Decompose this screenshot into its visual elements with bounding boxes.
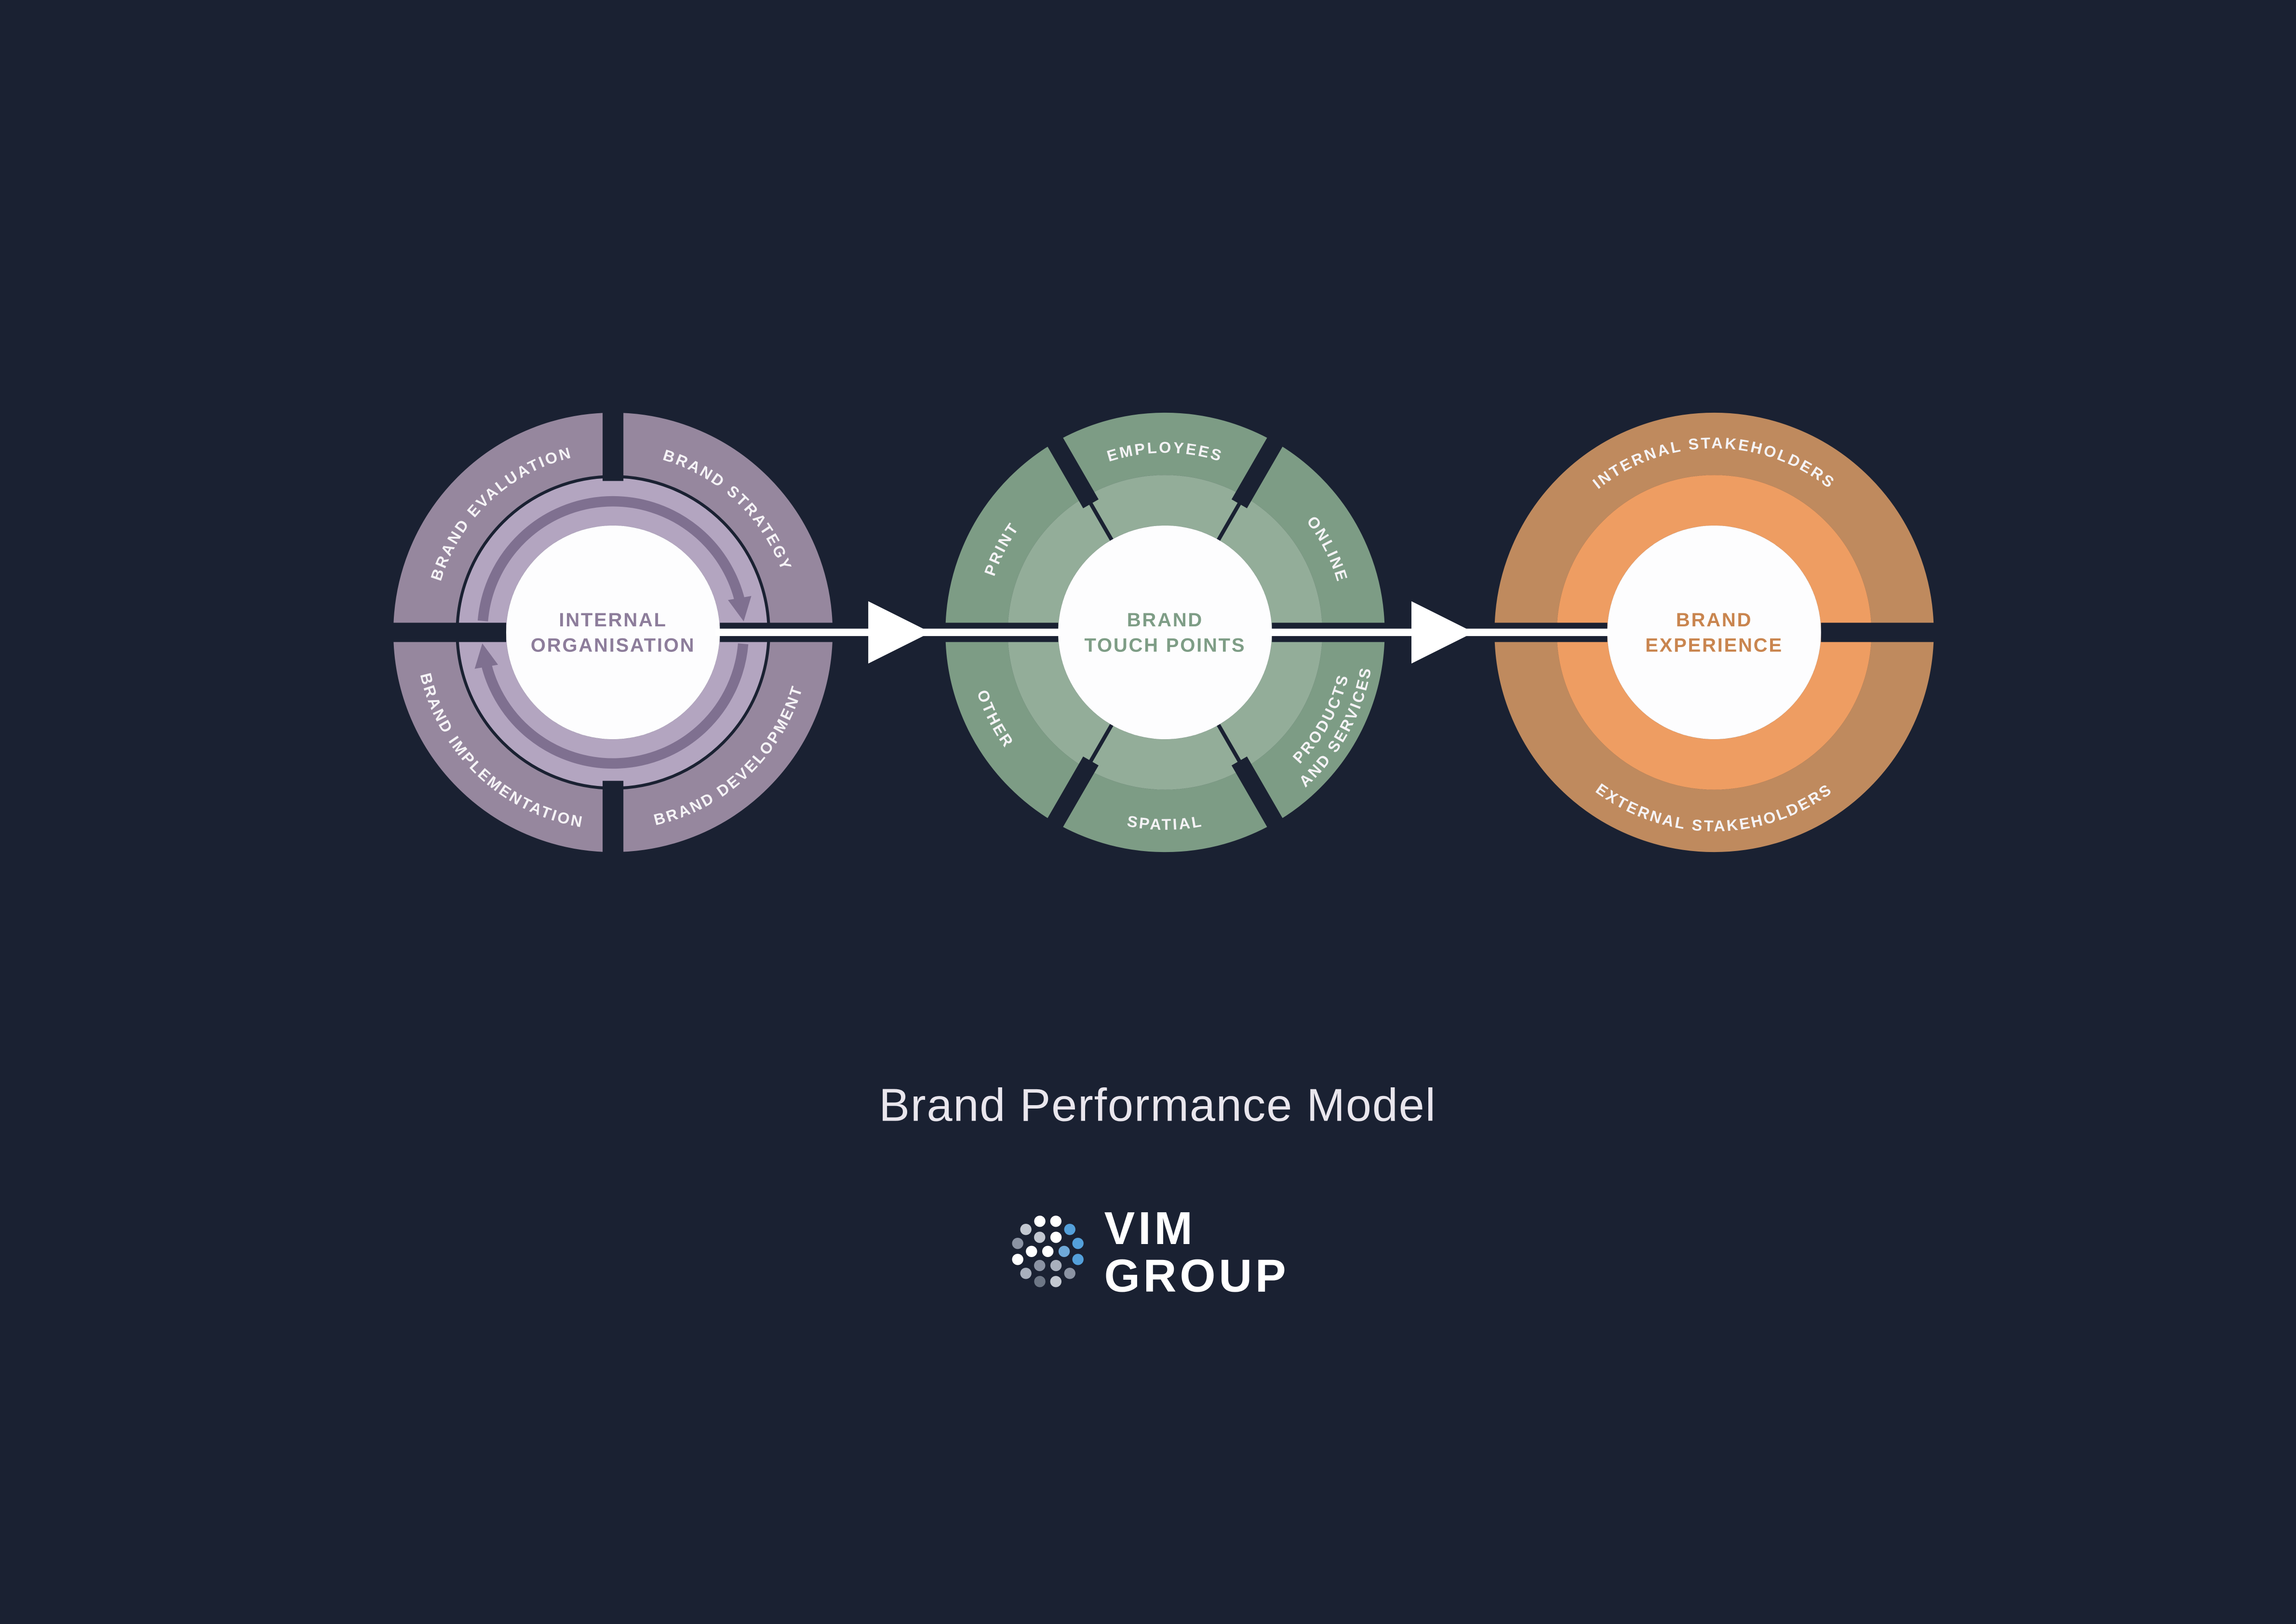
logo-dot — [1012, 1237, 1023, 1249]
logo-dot — [1072, 1254, 1084, 1265]
ring-gap — [1041, 427, 1099, 509]
logo-wordmark-line2: GROUP — [1104, 1250, 1289, 1301]
ring-gap — [1231, 427, 1289, 509]
center-label-line2: TOUCH POINTS — [1084, 635, 1246, 656]
center-disc — [1058, 525, 1272, 740]
ring-gap-left — [390, 623, 507, 642]
logo-dot — [1050, 1216, 1062, 1227]
inner-divider — [1083, 492, 1116, 545]
center-label-line1: BRAND — [1676, 609, 1752, 631]
flow-arrow-1 — [715, 601, 1060, 664]
logo-dot — [1026, 1245, 1037, 1257]
center-label-line1: BRAND — [1127, 609, 1203, 631]
center-label-line2: EXPERIENCE — [1645, 635, 1783, 656]
logo-dot — [1034, 1259, 1046, 1272]
ring-gap-right — [1821, 623, 1937, 642]
arrow-head-icon — [1411, 601, 1474, 664]
logo-dot — [1034, 1216, 1046, 1227]
center-disc — [506, 525, 720, 740]
logo-dot — [1064, 1268, 1075, 1279]
inner-divider — [1083, 720, 1116, 772]
inner-divider — [1214, 492, 1247, 545]
logo-dot — [1034, 1232, 1046, 1243]
logo-dot — [1042, 1245, 1054, 1257]
ring-gap-top — [603, 404, 624, 481]
inner-divider — [1214, 720, 1247, 772]
center-disc — [1607, 525, 1821, 740]
flow-arrow-2 — [1270, 601, 1609, 664]
logo-dot — [1020, 1268, 1032, 1279]
logo-dot — [1050, 1232, 1062, 1243]
logo-wordmark-line1: VIM — [1104, 1203, 1196, 1254]
logo-dot — [1034, 1276, 1046, 1287]
logo-dot — [1064, 1224, 1075, 1235]
ring-gap — [1231, 756, 1289, 838]
diagram-title: Brand Performance Model — [879, 1080, 1436, 1131]
cycle-arrow-bottom — [474, 643, 749, 769]
internal-organisation-circle: INTERNAL ORGANISATION BRAND EVALUATION B… — [390, 404, 836, 858]
center-label-line2: ORGANISATION — [531, 635, 696, 656]
vim-logo-mark-icon — [1012, 1216, 1084, 1287]
logo-dot — [1050, 1276, 1062, 1287]
logo-dot — [1012, 1254, 1023, 1265]
arrow-head-icon — [868, 601, 931, 664]
center-label-line1: INTERNAL — [559, 609, 667, 631]
cycle-arrow-top — [477, 496, 752, 622]
ring-gap-bottom — [603, 781, 624, 858]
ring-gap — [1041, 756, 1099, 838]
logo-dot — [1058, 1245, 1070, 1257]
logo-dot — [1072, 1237, 1084, 1249]
logo-dot — [1050, 1259, 1062, 1272]
vim-group-logo: VIM GROUP — [1012, 1203, 1289, 1301]
logo-dot — [1020, 1224, 1032, 1235]
